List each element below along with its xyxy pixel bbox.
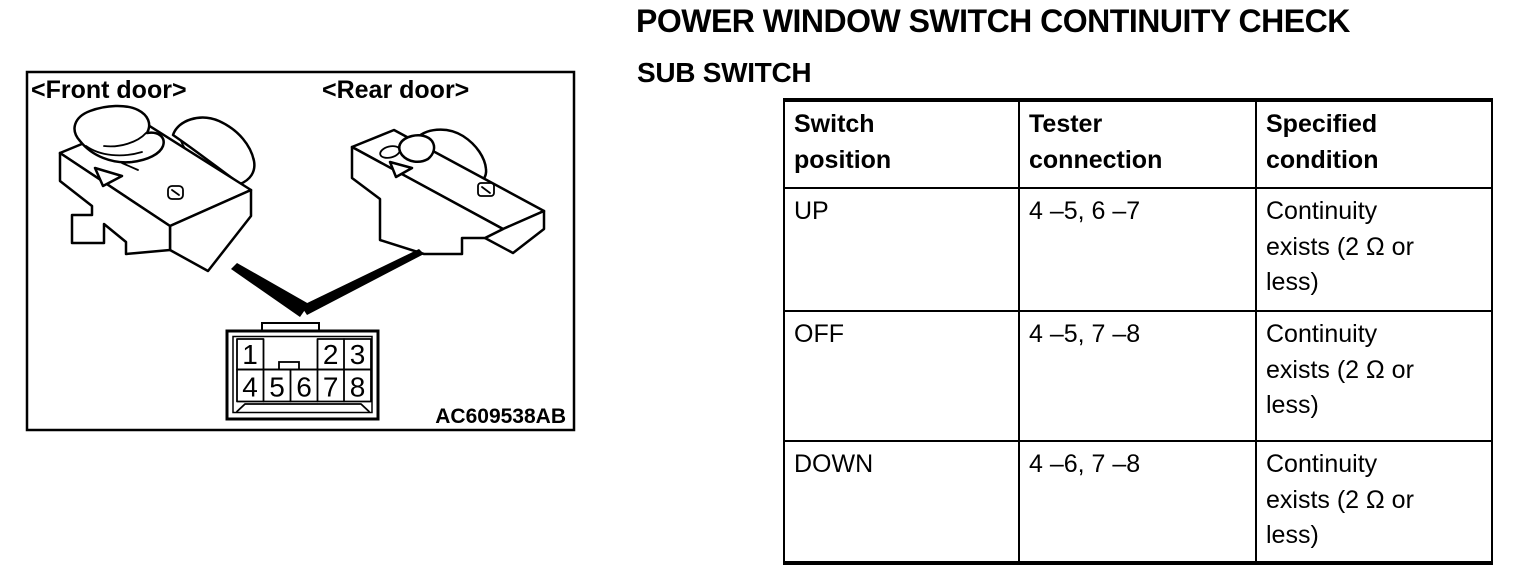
- section-heading: SUB SWITCH: [637, 57, 812, 88]
- front-door-switch-illustration: [58, 104, 256, 273]
- connector-pinout: 1 2 3 4 5 6 7 8: [225, 322, 380, 421]
- pin-4: 4: [242, 372, 258, 403]
- continuity-table: Switch position Tester connection Specif…: [783, 98, 1493, 565]
- pin-1: 1: [242, 339, 258, 370]
- header-specified-condition: Specified condition: [1255, 99, 1493, 189]
- table-row-down: DOWN 4 –6, 7 –8 Continuity exists (2 Ω o…: [783, 440, 1493, 564]
- pin-3: 3: [350, 339, 366, 370]
- cell-position: OFF: [783, 310, 1020, 442]
- table-row-off: OFF 4 –5, 7 –8 Continuity exists (2 Ω or…: [783, 310, 1493, 442]
- continuity-table-wrap: Switch position Tester connection Specif…: [783, 98, 1493, 565]
- cell-position: DOWN: [783, 440, 1020, 564]
- leader-arrow: [231, 249, 424, 317]
- cell-condition: Continuity exists (2 Ω or less): [1255, 187, 1493, 312]
- pin-7: 7: [323, 372, 339, 403]
- cell-condition: Continuity exists (2 Ω or less): [1255, 310, 1493, 442]
- cell-connection: 4 –6, 7 –8: [1018, 440, 1257, 564]
- table-header-row: Switch position Tester connection Specif…: [783, 99, 1493, 189]
- cell-position: UP: [783, 187, 1020, 312]
- table-row-up: UP 4 –5, 6 –7 Continuity exists (2 Ω or …: [783, 187, 1493, 312]
- header-tester-connection: Tester connection: [1018, 99, 1257, 189]
- rear-door-label: <Rear door>: [322, 76, 469, 104]
- header-switch-position: Switch position: [783, 99, 1020, 189]
- cell-connection: 4 –5, 7 –8: [1018, 310, 1257, 442]
- pin-8: 8: [350, 372, 366, 403]
- cell-connection: 4 –5, 6 –7: [1018, 187, 1257, 312]
- pin-6: 6: [296, 372, 312, 403]
- page-title: POWER WINDOW SWITCH CONTINUITY CHECK: [636, 3, 1350, 39]
- front-door-label: <Front door>: [31, 76, 187, 104]
- switch-figure: <Front door> <Rear door>: [25, 70, 576, 432]
- pin-numbers: 1 2 3 4 5 6 7 8: [242, 339, 365, 403]
- rear-door-switch-illustration: [350, 128, 546, 256]
- figure-code: AC609538AB: [435, 405, 566, 428]
- pin-2: 2: [323, 339, 339, 370]
- cell-condition: Continuity exists (2 Ω or less): [1255, 440, 1493, 564]
- pin-5: 5: [269, 372, 285, 403]
